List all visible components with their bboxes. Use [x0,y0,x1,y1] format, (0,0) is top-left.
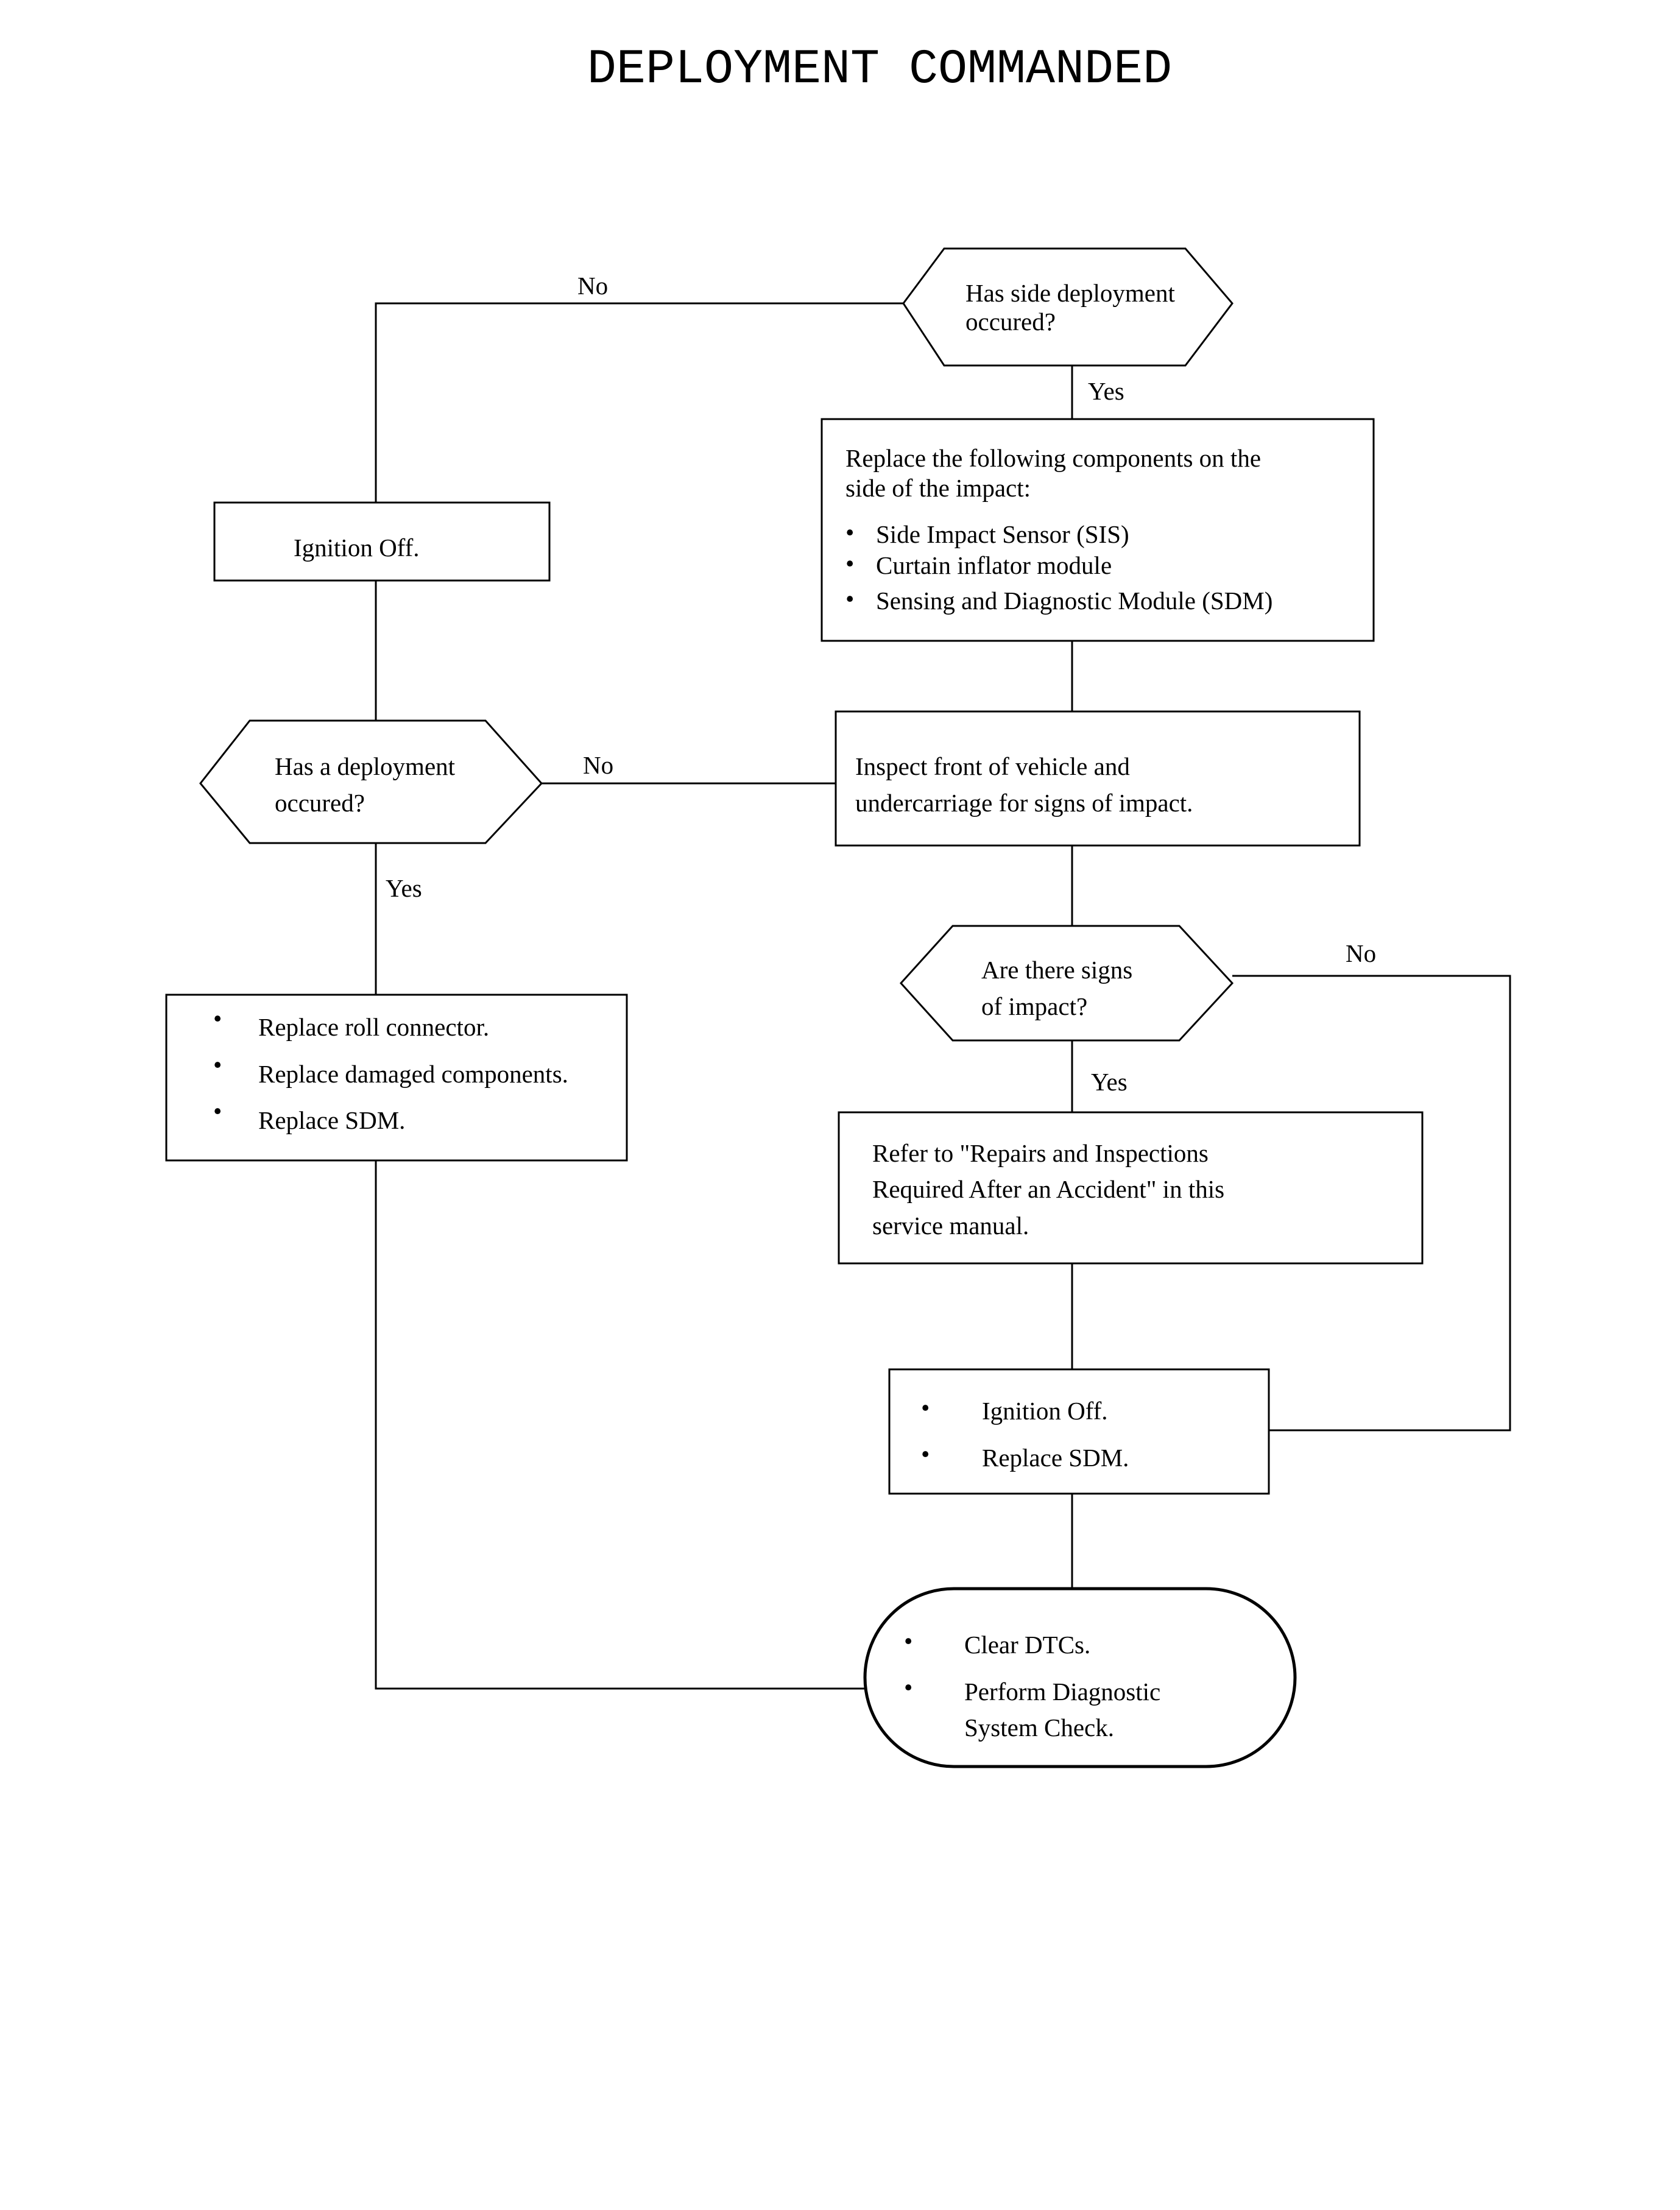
inspect-front-line1: Inspect front of vehicle and [855,752,1130,780]
decision-deployment: Has a deployment occured? [199,719,543,844]
final-continuation: System Check. [964,1714,1114,1742]
replace-left-bullet-3: Replace SDM. [258,1106,405,1134]
decision-side-deployment: Has side deployment occured? [902,247,1234,367]
edge-label-signs-yes: Yes [1091,1068,1128,1096]
decision-signs-line1: Are there signs [981,956,1132,984]
page-title: DEPLOYMENT COMMANDED [587,42,1172,97]
decision-signs-line2: of impact? [981,992,1087,1020]
decision-deployment-line2: occured? [275,789,365,817]
inspect-front-line2: undercarriage for signs of impact. [855,789,1193,817]
replace-side-bullet-3: Sensing and Diagnostic Module (SDM) [876,587,1272,615]
process-replace-left: • Replace roll connector. • Replace dama… [165,994,628,1162]
edge-label-signs-no: No [1346,939,1376,967]
terminator-final: • Clear DTCs. • Perform Diagnostic Syste… [863,1587,1297,1768]
process-replace-side-components: Replace the following components on the … [821,418,1375,642]
process-ignition-replace-sdm: • Ignition Off. • Replace SDM. [888,1368,1270,1495]
replace-side-line1: Replace the following components on the [845,444,1261,472]
edge-labels: No Yes No Yes No Yes [386,272,1376,1096]
connector-left-to-final [375,1160,865,1690]
edge-label-deploy-no: No [583,751,613,779]
bullet-dot: • [845,585,854,613]
replace-side-bullet-1: Side Impact Sensor (SIS) [876,520,1129,548]
bullet-dot: • [213,1097,222,1125]
replace-left-bullet-2: Replace damaged components. [258,1060,568,1088]
ignition-replace-bullet-1: Ignition Off. [982,1397,1108,1425]
refer-line3: service manual. [872,1212,1029,1240]
decision-side-deployment-line1: Has side deployment [965,279,1175,307]
bullet-dot: • [845,549,854,577]
decision-side-deployment-line2: occured? [965,308,1056,336]
bullet-dot: • [921,1394,930,1422]
bullet-dot: • [213,1051,222,1079]
process-inspect-front: Inspect front of vehicle and undercarria… [835,710,1361,847]
process-refer-repairs: Refer to "Repairs and Inspections Requir… [838,1111,1424,1265]
connectors [375,302,1511,1690]
refer-line2: Required After an Accident" in this [872,1175,1224,1203]
ignition-replace-bullet-2: Replace SDM. [982,1444,1129,1472]
edge-label-side-yes: Yes [1088,377,1124,405]
bullet-dot: • [845,518,854,546]
connector-side-no [375,302,903,503]
decision-deployment-line1: Has a deployment [275,752,456,780]
replace-side-line2: side of the impact: [845,474,1031,502]
bullet-dot: • [921,1440,930,1468]
replace-side-bullet-2: Curtain inflator module [876,551,1112,579]
decision-signs-of-impact: Are there signs of impact? [899,925,1234,1042]
connector-signs-no [1232,975,1511,1432]
bullet-dot: • [213,1004,222,1033]
ignition-off-left-text: Ignition Off. [294,534,420,562]
refer-line1: Refer to "Repairs and Inspections [872,1139,1209,1167]
edge-label-side-no: No [577,272,608,300]
final-bullet-1: Clear DTCs. [964,1631,1090,1659]
process-ignition-off-left: Ignition Off. [213,501,551,582]
edge-label-deploy-yes: Yes [386,874,422,902]
bullet-dot: • [904,1627,912,1655]
replace-left-bullet-1: Replace roll connector. [258,1013,489,1041]
final-bullet-2: Perform Diagnostic [964,1678,1160,1706]
bullet-dot: • [904,1673,912,1701]
